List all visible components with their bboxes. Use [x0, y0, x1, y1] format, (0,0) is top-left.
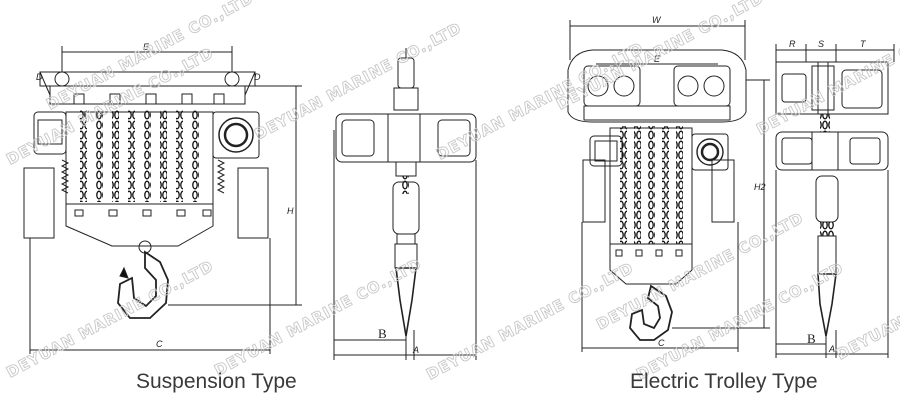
dim-label-R: R [789, 39, 796, 49]
watermark-text: DEYUAN MARINE CO.,LTD [251, 19, 464, 144]
trolley-side-view [775, 44, 895, 358]
top-shackles [73, 93, 225, 104]
dim-label-S: S [818, 39, 824, 49]
dim-label-A-side: A [412, 345, 419, 355]
dim-label-D-right: D [254, 72, 261, 82]
watermark-text: DEYUAN MARINE CO.,LTD [633, 259, 846, 384]
dim-label-T: T [860, 39, 867, 49]
dim-label-C-trolley: C [658, 338, 665, 348]
dim-label-H2: H2 [754, 182, 766, 192]
trolley-front-view [567, 20, 770, 352]
suspension-front-view [23, 46, 302, 354]
watermark-text: DEYUAN MARINE CO.,LTD [3, 257, 216, 382]
watermark-text: DEYUAN MARINE CO.,LTD [433, 39, 646, 164]
caption-electric-trolley-type: Electric Trolley Type [630, 370, 818, 393]
dim-label-B-side: B [378, 326, 387, 341]
dim-label-D-left: D [36, 72, 43, 82]
dim-label-E: E [143, 42, 150, 52]
dim-label-H: H [287, 206, 294, 216]
dim-label-C: C [156, 339, 163, 349]
dim-label-W: W [652, 15, 662, 25]
watermark-text: DEYUAN MARINE CO.,LTD [833, 239, 900, 364]
caption-suspension-type: Suspension Type [136, 370, 297, 393]
suspension-side-view [333, 48, 477, 360]
watermark-text: DEYUAN MARINE CO.,LTD [211, 255, 424, 380]
dim-label-B-trolley-side: B [807, 331, 816, 346]
dim-label-E-trolley: E [654, 54, 661, 64]
dim-label-A-trolley-side: A [828, 344, 835, 354]
